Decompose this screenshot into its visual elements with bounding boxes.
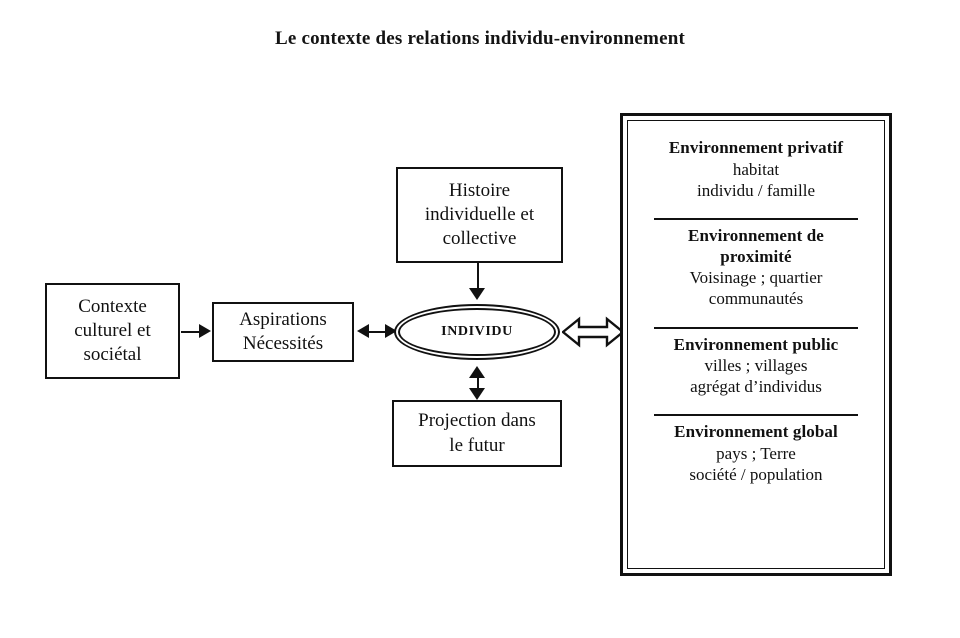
connector-individu-to-environnements-block-arrow bbox=[562, 313, 624, 351]
env-section-global[interactable]: Environnement global pays ; Terre sociét… bbox=[640, 414, 872, 493]
env-section-proximite-line2: communautés bbox=[708, 289, 804, 309]
node-projection-line2: le futur bbox=[449, 434, 505, 456]
env-section-privatif-line1: habitat bbox=[732, 159, 780, 179]
arrow-left-icon-aspirations-individu bbox=[357, 324, 369, 338]
connector-aspirations-individu-line bbox=[366, 331, 388, 333]
node-individu-ellipse[interactable]: INDIVIDU bbox=[394, 304, 560, 360]
double-block-arrow-icon bbox=[562, 316, 624, 348]
ellipse-inner-ring bbox=[398, 308, 556, 356]
connector-histoire-to-individu-line bbox=[477, 263, 479, 290]
node-aspirations-necessites[interactable]: Aspirations Nécessités bbox=[212, 302, 354, 362]
env-section-proximite-heading2: proximité bbox=[720, 246, 792, 266]
env-section-public[interactable]: Environnement public villes ; villages a… bbox=[640, 326, 872, 406]
node-histoire-line3: collective bbox=[442, 228, 517, 250]
node-histoire-text: Histoire individuelle et collective bbox=[398, 179, 561, 252]
arrow-down-icon-histoire-to-individu bbox=[469, 288, 485, 300]
env-section-global-line2: société / population bbox=[689, 465, 823, 485]
node-aspirations-line2: Nécessités bbox=[242, 333, 324, 354]
node-individu-label: INDIVIDU bbox=[441, 324, 513, 339]
env-section-global-heading: Environnement global bbox=[674, 422, 838, 442]
node-projection-futur[interactable]: Projection dans le futur bbox=[392, 400, 562, 467]
node-projection-text: Projection dans le futur bbox=[394, 409, 560, 458]
node-contexte-culturel-societal[interactable]: Contexte culturel et sociétal bbox=[45, 283, 180, 379]
env-section-privatif-heading: Environnement privatif bbox=[668, 138, 844, 157]
arrow-up-icon-individu-projection bbox=[469, 366, 485, 378]
env-section-public-line1: villes ; villages bbox=[704, 356, 808, 376]
panel-environnements: Environnement privatif habitat individu … bbox=[620, 113, 892, 576]
env-section-proximite-heading: Environnement de bbox=[688, 225, 824, 245]
connector-individu-projection-line bbox=[477, 376, 479, 390]
arrow-down-icon-individu-projection bbox=[469, 388, 485, 400]
env-section-proximite[interactable]: Environnement de proximité Voisinage ; q… bbox=[640, 217, 872, 318]
node-aspirations-line1: Aspirations bbox=[239, 308, 327, 330]
connector-contexte-to-aspirations-line bbox=[181, 331, 201, 333]
node-contexte-line1: Contexte bbox=[78, 295, 147, 317]
node-histoire-line2: individuelle et bbox=[424, 203, 535, 225]
node-histoire-line1: Histoire bbox=[448, 179, 511, 201]
env-section-proximite-line1: Voisinage ; quartier bbox=[689, 268, 823, 288]
panel-environnements-inner: Environnement privatif habitat individu … bbox=[627, 120, 885, 569]
node-contexte-line2: culturel et bbox=[74, 319, 151, 341]
node-histoire-individuelle-collective[interactable]: Histoire individuelle et collective bbox=[396, 167, 563, 263]
node-contexte-line3: sociétal bbox=[83, 344, 142, 366]
node-projection-line1: Projection dans bbox=[418, 410, 536, 432]
env-section-public-line2: agrégat d’individus bbox=[690, 377, 822, 397]
page-title: Le contexte des relations individu-envir… bbox=[274, 28, 685, 49]
node-contexte-text: Contexte culturel et sociétal bbox=[47, 295, 178, 368]
arrow-right-icon-contexte-to-aspirations bbox=[199, 324, 211, 338]
env-section-public-heading: Environnement public bbox=[673, 334, 839, 354]
env-section-global-line1: pays ; Terre bbox=[716, 444, 796, 464]
env-section-privatif[interactable]: Environnement privatif habitat individu … bbox=[640, 130, 872, 209]
node-aspirations-text: Aspirations Nécessités bbox=[214, 308, 352, 357]
env-section-privatif-line2: individu / famille bbox=[696, 180, 816, 200]
